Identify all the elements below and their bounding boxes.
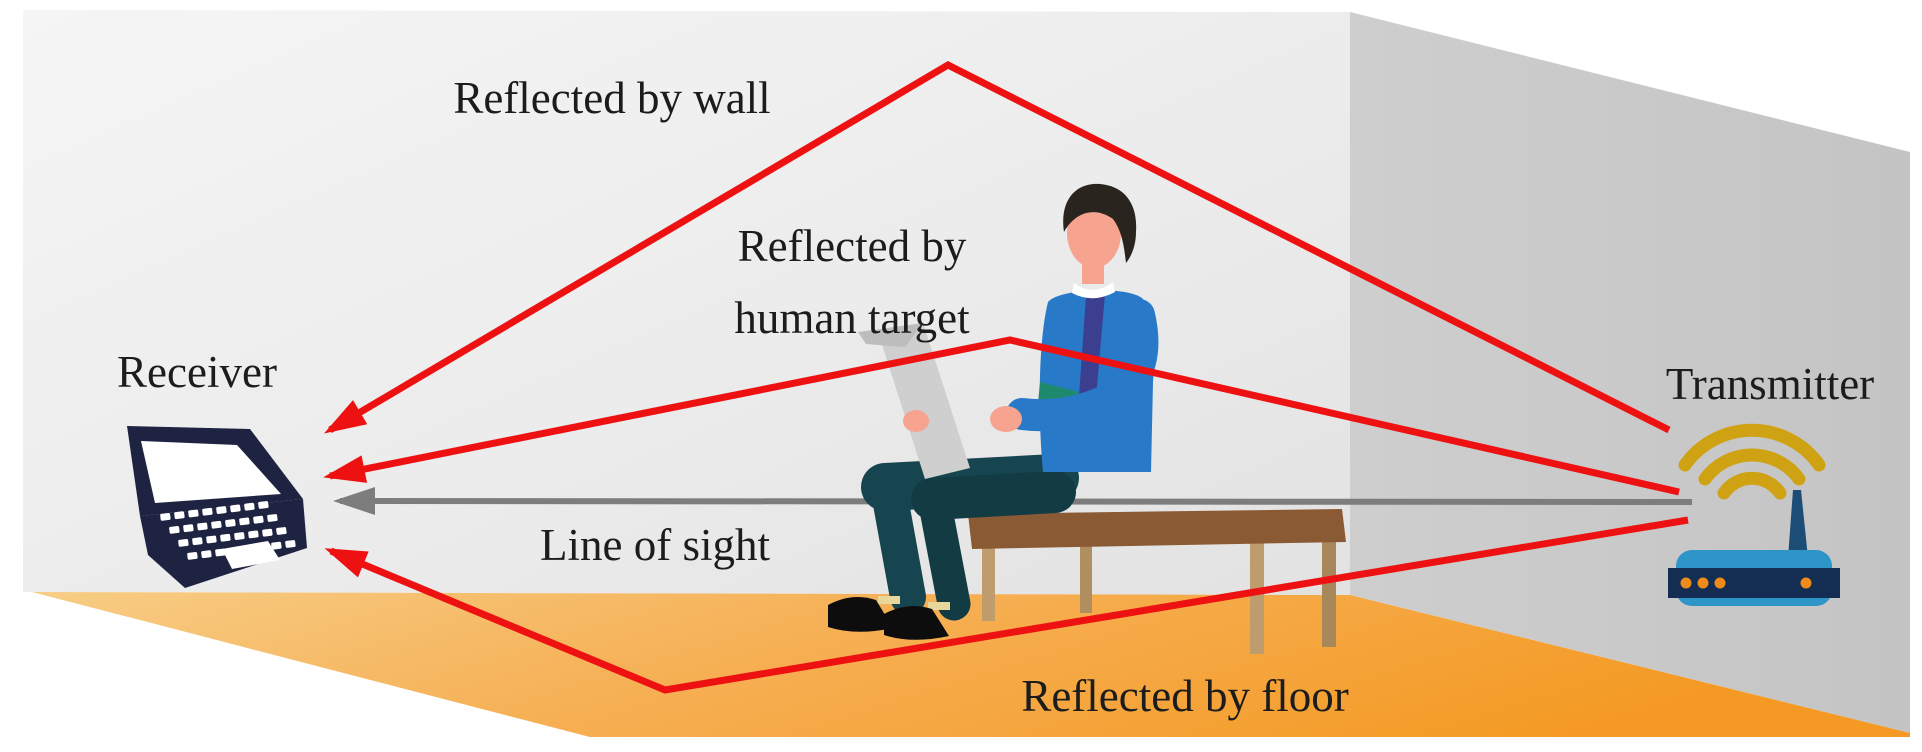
line-of-sight-label: Line of sight [540, 520, 770, 570]
laptop-key [244, 502, 255, 511]
laptop-key [216, 506, 227, 514]
laptop-key [169, 525, 180, 534]
laptop-key [178, 538, 189, 547]
transmitter-label: Transmitter [1666, 359, 1874, 409]
shoe-left [828, 596, 893, 632]
wifi-router-icon [1668, 423, 1840, 606]
laptop-key [202, 507, 213, 516]
laptop-key [174, 511, 185, 520]
laptop-key [192, 537, 203, 546]
laptop-key [239, 517, 250, 526]
laptop-key [201, 550, 212, 559]
laptop-key [258, 501, 269, 509]
signal-path-floor [324, 516, 1689, 694]
shoe-right [884, 605, 949, 640]
wifi-waves-icon [1678, 423, 1826, 500]
antenna [1788, 490, 1808, 558]
trackpad [222, 541, 280, 569]
laptop-key [225, 519, 236, 527]
laptop-key [187, 551, 198, 560]
laptop-key [234, 532, 245, 540]
laptop-key [188, 509, 199, 518]
laptop-key [220, 533, 231, 542]
human-path-label-line1: Reflected by [738, 221, 967, 271]
laptop-key [183, 524, 194, 533]
laptop-key [253, 515, 264, 524]
floor-path-label: Reflected by floor [1021, 671, 1348, 721]
laptop-key [271, 541, 282, 550]
chair-icon [968, 509, 1346, 654]
laptop-key [211, 520, 222, 529]
laptop-key [160, 512, 171, 521]
hair [1063, 183, 1137, 263]
signal-path-human [323, 336, 1680, 496]
laptop-key [248, 530, 259, 539]
laptop-key [206, 535, 217, 544]
floor [32, 592, 1910, 737]
back-wall [23, 10, 1350, 595]
laptop-key [230, 504, 241, 513]
laptop-key [267, 514, 278, 522]
human-path-label-line2: human target [734, 293, 970, 343]
receiver-label: Receiver [117, 347, 277, 397]
laptop-icon [127, 426, 307, 588]
laptop-key [197, 522, 208, 531]
signal-path-wall [323, 61, 1671, 434]
wall-path-label: Reflected by wall [453, 73, 770, 123]
laptop-key [262, 528, 273, 537]
laptop-key [276, 527, 287, 535]
laptop-key [285, 540, 296, 548]
